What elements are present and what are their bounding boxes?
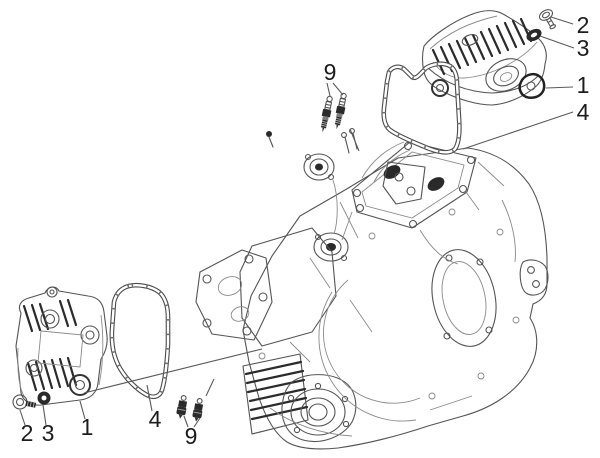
front-cover-grommet — [37, 391, 51, 405]
rear-cover-group — [381, 9, 557, 155]
callout-rear-cover: 1 — [577, 72, 590, 98]
engine-detail-lines — [258, 161, 520, 437]
rear-cover-gasket — [381, 61, 462, 155]
cylinder-fins — [244, 360, 309, 421]
leader-rear-1 — [545, 86, 574, 89]
side-covers — [318, 249, 497, 422]
callout-rear-grommet: 3 — [577, 35, 590, 61]
rear-valve-cover — [421, 10, 547, 106]
callout-front-screw: 2 — [21, 420, 34, 446]
leader-bottom-9 — [183, 378, 215, 428]
callout-top-spark-plugs: 9 — [324, 59, 337, 85]
leader-front-2 — [19, 409, 26, 426]
front-cover-screw — [12, 394, 37, 410]
rear-head-flange — [266, 128, 477, 229]
crankcase-outline — [242, 147, 548, 450]
front-cover-gasket — [109, 282, 171, 400]
spark-plug — [176, 395, 188, 419]
leader-rear-2 — [550, 16, 574, 25]
leader-rear-3 — [539, 35, 575, 49]
assembly-reference-line — [83, 348, 263, 394]
callout-front-grommet: 3 — [42, 420, 55, 446]
spark-plug — [320, 95, 333, 133]
spark-plugs-front — [176, 395, 204, 422]
leader-lines — [19, 16, 575, 428]
front-valve-cover — [15, 286, 108, 406]
callout-rear-gasket: 4 — [577, 99, 590, 125]
callout-bottom-spark-plugs: 9 — [185, 423, 198, 449]
rear-cover-screw — [538, 9, 557, 30]
crank-end-cover — [281, 374, 357, 442]
front-cover-group — [12, 282, 171, 410]
leader-front-4 — [146, 384, 153, 412]
callout-front-cover: 1 — [81, 414, 94, 440]
spark-plug — [334, 92, 347, 130]
head-stud — [266, 131, 272, 137]
front-cover-fins-bottom — [26, 356, 78, 392]
spark-plugs-rear — [320, 92, 347, 133]
engine-assembly — [195, 128, 549, 450]
front-cylinder — [195, 227, 337, 435]
rear-cover-grommet — [526, 28, 542, 42]
leader-rear-4 — [462, 111, 574, 150]
front-cover-fins-top — [22, 298, 78, 333]
callout-labels: 2 3 1 4 9 2 3 1 4 9 — [21, 12, 590, 449]
mounting-lugs — [382, 161, 549, 296]
callout-rear-screw: 2 — [577, 12, 590, 38]
leader-top-9 — [326, 82, 360, 152]
callout-front-gasket: 4 — [149, 406, 162, 432]
leader-front-1 — [79, 400, 86, 420]
spark-plug — [192, 398, 204, 422]
leader-front-3 — [42, 404, 47, 426]
